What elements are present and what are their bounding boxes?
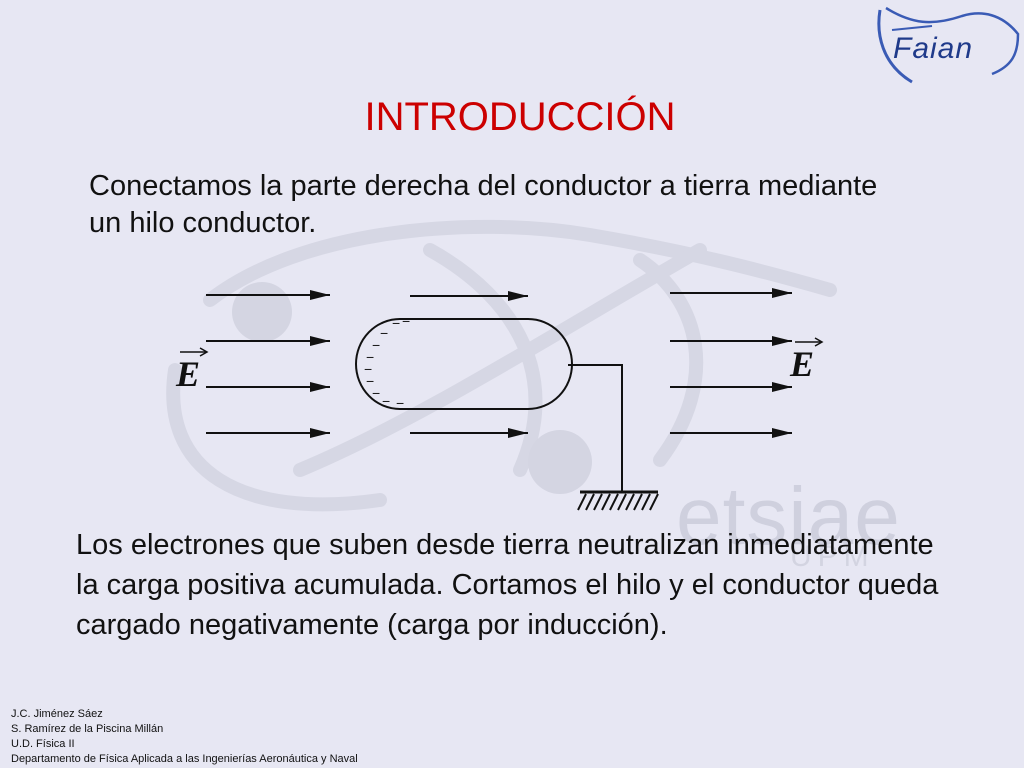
footer-line-unit: U.D. Física II xyxy=(11,738,75,750)
svg-text:−: − xyxy=(364,361,372,377)
faian-logo-text: Faian xyxy=(893,32,974,65)
faian-logo-icon xyxy=(877,6,1020,84)
footer-line-author2: S. Ramírez de la Piscina Millán xyxy=(11,723,164,735)
svg-text:−: − xyxy=(402,313,410,329)
svg-text:−: − xyxy=(366,373,374,389)
watermark-upm: UPM xyxy=(790,540,875,573)
svg-text:−: − xyxy=(392,315,400,331)
watermark-etsiae: etsiae xyxy=(676,471,901,562)
paragraph-explanation: Los electrones que suben desde tierra ne… xyxy=(76,529,939,641)
ground-wire xyxy=(568,364,623,492)
svg-text:−: − xyxy=(366,349,374,365)
conductor-body xyxy=(355,318,573,410)
paragraph-grounding: Conectamos la parte derecha del conducto… xyxy=(89,170,878,239)
field-label-left: E xyxy=(175,354,200,394)
svg-text:−: − xyxy=(396,395,404,411)
svg-text:−: − xyxy=(382,393,390,409)
footer-line-department: Departamento de Física Aplicada a las In… xyxy=(11,753,358,765)
footer-credits: J.C. Jiménez Sáez S. Ramírez de la Pisci… xyxy=(11,707,358,767)
svg-text:−: − xyxy=(372,385,380,401)
field-label-right: E xyxy=(789,344,814,384)
svg-text:−: − xyxy=(372,337,380,353)
slide-title: INTRODUCCIÓN xyxy=(364,95,676,139)
negative-charges: − − − − − − − − − − xyxy=(364,313,410,411)
svg-text:−: − xyxy=(380,325,388,341)
footer-line-author1: J.C. Jiménez Sáez xyxy=(11,708,103,720)
ground-hatch xyxy=(577,493,659,511)
